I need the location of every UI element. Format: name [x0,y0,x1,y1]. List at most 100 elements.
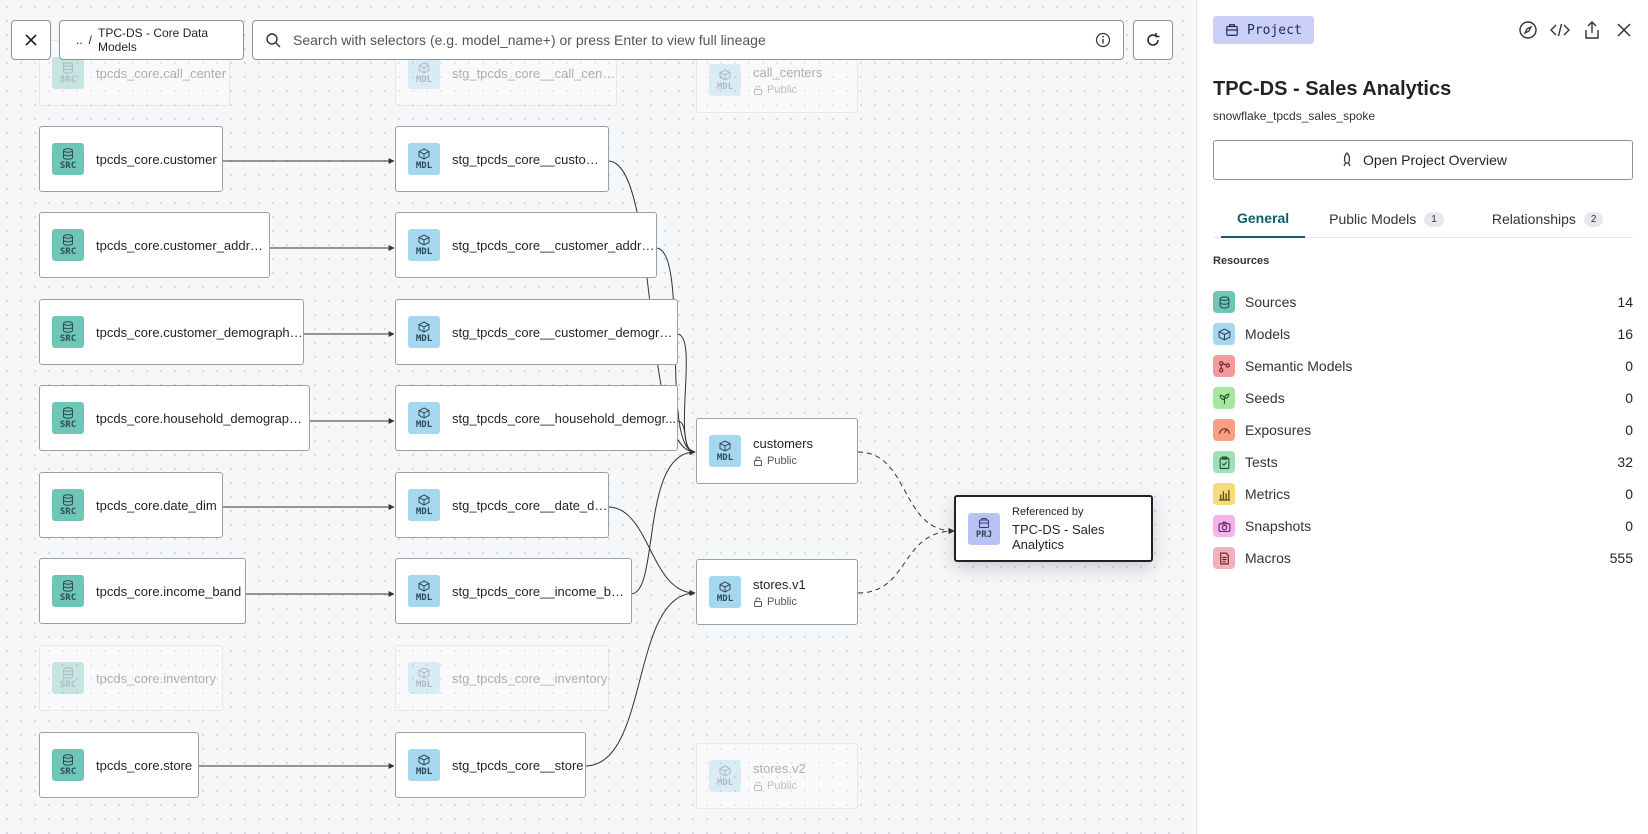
resources-list: Sources 14 Models 16 Semantic Models 0 S… [1213,286,1633,574]
badge-text: MDL [415,74,433,85]
badge-text: MDL [415,506,433,517]
badge-text: SRC [59,419,77,430]
node-label: stg_tpcds_core__customer_address [452,237,656,253]
share-button[interactable] [1580,18,1604,42]
resource-row-semantic-models[interactable]: Semantic Models 0 [1213,350,1633,382]
resource-label: Sources [1245,294,1297,310]
node-label: tpcds_core.inventory [96,670,216,686]
public-model-node[interactable]: MDL customers Public [696,418,858,484]
source-node[interactable]: SRC tpcds_core.customer_address [39,212,270,278]
resource-row-metrics[interactable]: Metrics 0 [1213,478,1633,510]
model-node[interactable]: MDL stg_tpcds_core__household_demogr... [395,385,678,451]
semantic-icon [1213,355,1235,377]
resource-row-snapshots[interactable]: Snapshots 0 [1213,510,1633,542]
resource-row-tests[interactable]: Tests 32 [1213,446,1633,478]
model-badge: MDL [408,57,440,89]
model-node[interactable]: MDL stg_tpcds_core__store [395,732,586,798]
breadcrumb-up[interactable]: .. [76,33,83,47]
model-badge: MDL [709,576,741,608]
project-node[interactable]: PRJ Referenced by TPC-DS - Sales Analyti… [954,495,1153,562]
model-node[interactable]: MDL stg_tpcds_core__inventory [395,645,609,711]
database-icon [63,147,73,160]
resource-row-models[interactable]: Models 16 [1213,318,1633,350]
explore-button[interactable] [1516,18,1540,42]
lineage-canvas[interactable]: SRC tpcds_core.call_center SRC tpcds_cor… [0,0,1196,834]
close-panel-button[interactable] [1612,18,1636,42]
node-label: stg_tpcds_core__store [452,757,584,773]
details-panel: Project TPC-DS - Sales Analytics snowfla… [1196,0,1648,834]
clipboard-check-icon [1213,451,1235,473]
resource-type-pill: Project [1213,16,1314,44]
model-node[interactable]: MDL stg_tpcds_core__income_band [395,558,632,624]
cube-icon [418,320,430,333]
resource-count: 14 [1617,294,1633,310]
node-label: stg_tpcds_core__call_center [452,65,616,81]
edge [630,449,696,595]
refresh-button[interactable] [1133,20,1173,60]
gauge-icon [1213,419,1235,441]
badge-text: MDL [716,452,734,463]
badge-text: SRC [59,333,77,344]
source-node[interactable]: SRC tpcds_core.store [39,732,199,798]
node-label: stg_tpcds_core__date_dim [452,497,608,513]
source-node[interactable]: SRC tpcds_core.date_dim [39,472,223,538]
resource-label: Snapshots [1245,518,1312,534]
lineage-search[interactable] [252,20,1124,60]
model-node[interactable]: MDL stg_tpcds_core__customer [395,126,609,192]
model-node[interactable]: MDL stg_tpcds_core__customer_address [395,212,657,278]
badge-text: SRC [59,506,77,517]
node-label: tpcds_core.customer_demographics [96,324,303,340]
source-node[interactable]: SRC tpcds_core.income_band [39,558,246,624]
source-badge: SRC [52,575,84,607]
resources-heading: Resources [1213,255,1270,267]
badge-text: MDL [716,81,734,92]
close-icon [1617,23,1631,37]
resource-count: 0 [1625,390,1633,406]
close-lineage-button[interactable] [11,20,51,60]
database-icon [63,61,73,74]
tab-public-models[interactable]: Public Models 1 [1329,200,1444,238]
model-badge: MDL [408,749,440,781]
resource-row-macros[interactable]: Macros 555 [1213,542,1633,574]
tab-relationships[interactable]: Relationships 2 [1492,200,1604,238]
tab-general[interactable]: General [1221,200,1306,238]
badge-text: MDL [716,593,734,604]
model-node[interactable]: MDL stg_tpcds_core__customer_demogra... [395,299,678,365]
project-badge: PRJ [968,512,1000,545]
breadcrumb-separator: / [88,33,93,47]
model-node[interactable]: MDL stg_tpcds_core__date_dim [395,472,609,538]
edge [676,420,696,455]
source-node[interactable]: SRC tpcds_core.customer_demographics [39,299,304,365]
open-project-overview-button[interactable]: Open Project Overview [1213,140,1633,180]
model-badge: MDL [408,662,440,694]
badge-text: SRC [59,592,77,603]
project-icon [979,518,989,528]
info-icon[interactable] [1095,32,1111,48]
project-node-label: TPC-DS - Sales Analytics [1012,521,1105,552]
cube-icon [418,406,430,419]
source-badge: SRC [52,57,84,89]
source-badge: SRC [52,402,84,434]
public-model-node[interactable]: MDL stores.v1 Public [696,559,858,625]
source-badge: SRC [52,662,84,694]
source-node[interactable]: SRC tpcds_core.inventory [39,645,223,711]
resource-row-exposures[interactable]: Exposures 0 [1213,414,1633,446]
tab-label: Public Models [1329,211,1417,227]
bar-chart-icon [1213,483,1235,505]
resource-label: Models [1245,326,1291,342]
cube-icon [719,439,731,452]
source-node[interactable]: SRC tpcds_core.customer [39,126,223,192]
view-code-button[interactable] [1548,18,1572,42]
resource-row-seeds[interactable]: Seeds 0 [1213,382,1633,414]
search-input[interactable] [293,32,1095,48]
panel-subtitle: snowflake_tpcds_sales_spoke [1213,109,1376,123]
public-model-node[interactable]: MDL stores.v2 Public [696,743,858,809]
resource-label: Tests [1245,454,1278,470]
database-icon [63,666,73,679]
source-node[interactable]: SRC tpcds_core.household_demographics [39,385,310,451]
access-text: Public [767,779,797,792]
model-badge: MDL [709,760,741,792]
resource-row-sources[interactable]: Sources 14 [1213,286,1633,318]
breadcrumb-project[interactable]: TPC-DS - Core Data Models [98,26,209,54]
breadcrumb[interactable]: .. / TPC-DS - Core Data Models [59,20,244,60]
